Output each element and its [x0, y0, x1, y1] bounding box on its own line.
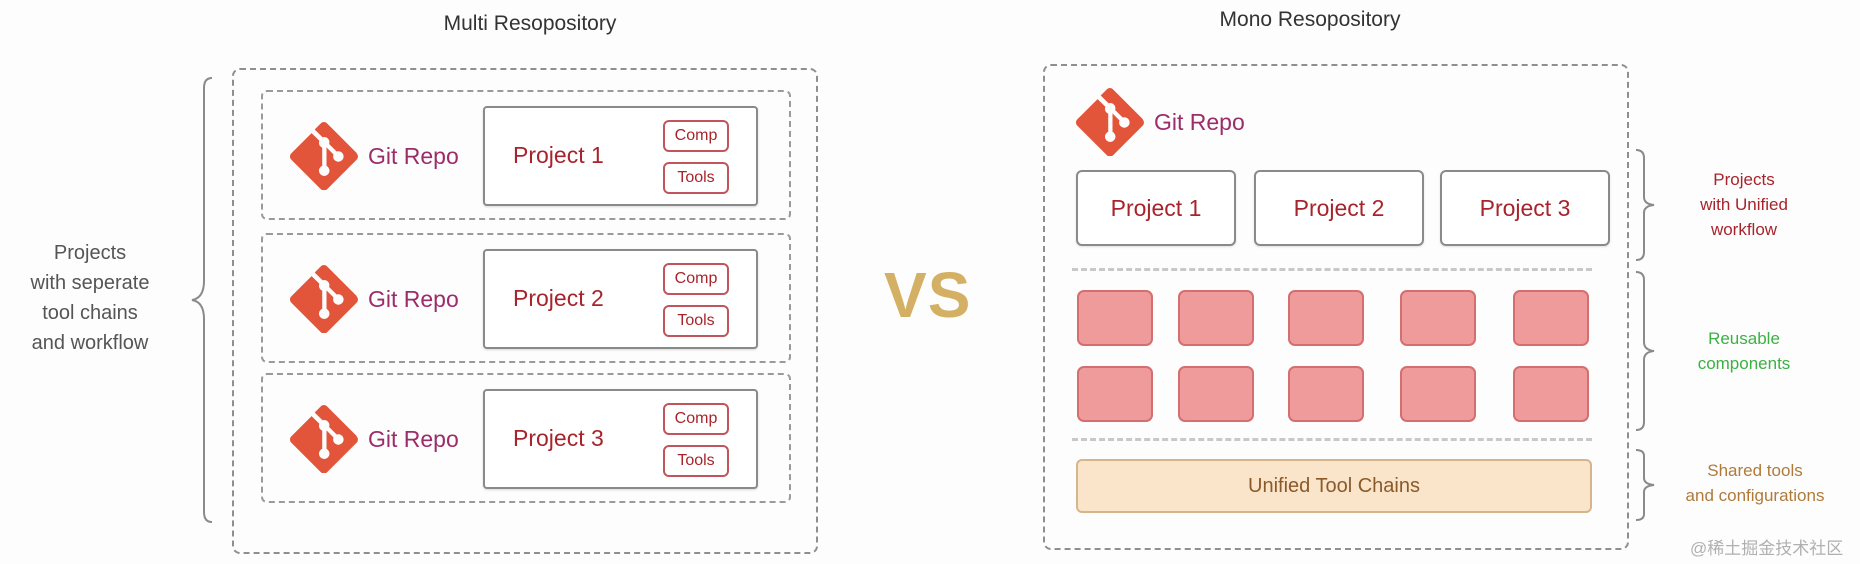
label-reusable-components: Reusable components: [1644, 326, 1844, 376]
left-brace-icon: [191, 77, 213, 523]
mono-git-label: Git Repo: [1154, 108, 1245, 135]
git-repo-label: Git Repo: [368, 142, 459, 169]
mono-project-box: Project 1: [1076, 170, 1236, 246]
watermark: @稀土掘金技术社区: [1690, 539, 1844, 558]
side-label-line: Projects: [53, 242, 127, 264]
mono-project-label: Project 1: [1110, 194, 1202, 221]
git-logo-icon: [1076, 88, 1144, 156]
reusable-component: [1077, 290, 1153, 346]
project-box: Project 1 Comp Tools: [483, 106, 758, 206]
repo-group: [261, 233, 791, 363]
comp-chip: Comp: [663, 120, 729, 152]
side-label-line: with seperate: [30, 272, 150, 294]
reusable-component: [1513, 290, 1589, 346]
tools-chip: Tools: [663, 445, 729, 477]
separator-bottom: [1072, 438, 1592, 441]
mono-project-box: Project 2: [1254, 170, 1424, 246]
separator-top: [1072, 268, 1592, 271]
label-shared-tools: Shared tools and configurations: [1650, 458, 1860, 508]
git-repo: Git Repo: [290, 122, 459, 190]
mono-project-label: Project 3: [1479, 194, 1571, 221]
reusable-component: [1178, 290, 1254, 346]
multi-side-label: Projects with seperate tool chains and w…: [0, 238, 180, 358]
right-label-line: Projects: [1713, 170, 1775, 189]
git-repo: Git Repo: [290, 405, 459, 473]
right-label-line: components: [1697, 354, 1791, 373]
comp-chip: Comp: [663, 403, 729, 435]
project-box: Project 3 Comp Tools: [483, 389, 758, 489]
project-label: Project 2: [513, 285, 604, 311]
mono-git-repo: Git Repo: [1076, 88, 1245, 156]
repo-group: [261, 90, 791, 220]
reusable-component: [1077, 366, 1153, 422]
comp-chip: Comp: [663, 263, 729, 295]
side-label-line: tool chains: [42, 302, 138, 324]
reusable-component: [1288, 366, 1364, 422]
project-label: Project 3: [513, 425, 604, 451]
reusable-component: [1513, 366, 1589, 422]
multi-repo-title: Multi Resopository: [443, 12, 617, 35]
tools-chip: Tools: [663, 305, 729, 337]
right-label-line: Reusable: [1708, 329, 1780, 348]
tools-chip: Tools: [663, 162, 729, 194]
right-label-line: workflow: [1710, 220, 1778, 239]
unified-tool-chains: Unified Tool Chains: [1076, 459, 1592, 513]
git-repo: Git Repo: [290, 265, 459, 333]
right-label-line: Shared tools: [1707, 461, 1803, 480]
multi-repo-container: [232, 68, 818, 554]
git-repo-label: Git Repo: [368, 285, 459, 312]
vs-label: VS: [884, 259, 972, 331]
reusable-component: [1178, 366, 1254, 422]
right-label-line: with Unified: [1700, 195, 1788, 214]
mono-project-box: Project 3: [1440, 170, 1610, 246]
project-label: Project 1: [513, 142, 604, 168]
label-projects-unified: Projects with Unified workflow: [1644, 167, 1844, 242]
mono-project-label: Project 2: [1293, 194, 1385, 221]
right-brace-icon: [1635, 271, 1655, 431]
git-logo-icon: [290, 122, 358, 190]
reusable-component: [1288, 290, 1364, 346]
mono-repo-container: [1043, 64, 1629, 550]
git-logo-icon: [290, 265, 358, 333]
right-label-line: and configurations: [1685, 486, 1825, 505]
side-label-line: and workflow: [31, 332, 149, 354]
git-logo-icon: [290, 405, 358, 473]
right-brace-icon: [1635, 149, 1655, 261]
reusable-component: [1400, 366, 1476, 422]
project-box: Project 2 Comp Tools: [483, 249, 758, 349]
repo-group: [261, 373, 791, 503]
reusable-component: [1400, 290, 1476, 346]
right-brace-icon: [1635, 449, 1655, 521]
git-repo-label: Git Repo: [368, 425, 459, 452]
mono-repo-title: Mono Resopository: [1219, 8, 1401, 31]
